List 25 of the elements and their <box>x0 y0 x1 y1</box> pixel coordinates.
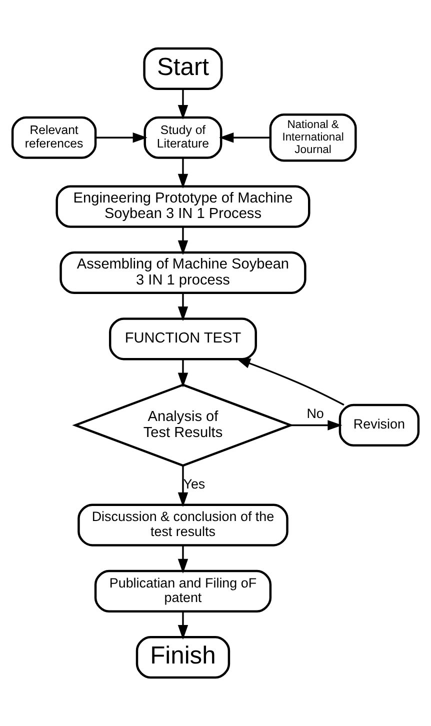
arrow <box>178 89 188 120</box>
arrow <box>178 359 188 388</box>
node-box: FUNCTION TEST <box>108 318 257 360</box>
arrow <box>178 226 188 255</box>
node-box: Discussion & conclusion of the test results <box>78 504 288 546</box>
node-box: Assembling of Machine Soybean 3 IN 1 process <box>60 251 306 294</box>
arrow <box>290 420 342 430</box>
arrow <box>219 132 270 143</box>
arrow <box>178 158 188 189</box>
node-diamond: Analysis of Test Results <box>72 384 294 467</box>
arrow <box>178 611 188 640</box>
arrow <box>178 293 188 322</box>
node-box: Revision <box>338 404 420 447</box>
arrow <box>96 132 148 143</box>
node-box: Engineering Prototype of Machine Soybean 3 IN 1 Process <box>56 185 310 228</box>
arrow <box>178 466 188 507</box>
node-box: Relevant references <box>11 116 97 159</box>
node-box: Study of Literature <box>144 116 222 159</box>
node-box: Publicatian and Filing oF patent <box>94 570 272 612</box>
arrow <box>178 545 188 574</box>
node-box: Start <box>143 47 223 90</box>
arrow <box>236 358 344 406</box>
edge-label: No <box>306 406 324 422</box>
node-box: Finish <box>136 636 230 679</box>
node-box: National & International Journal <box>269 114 357 162</box>
